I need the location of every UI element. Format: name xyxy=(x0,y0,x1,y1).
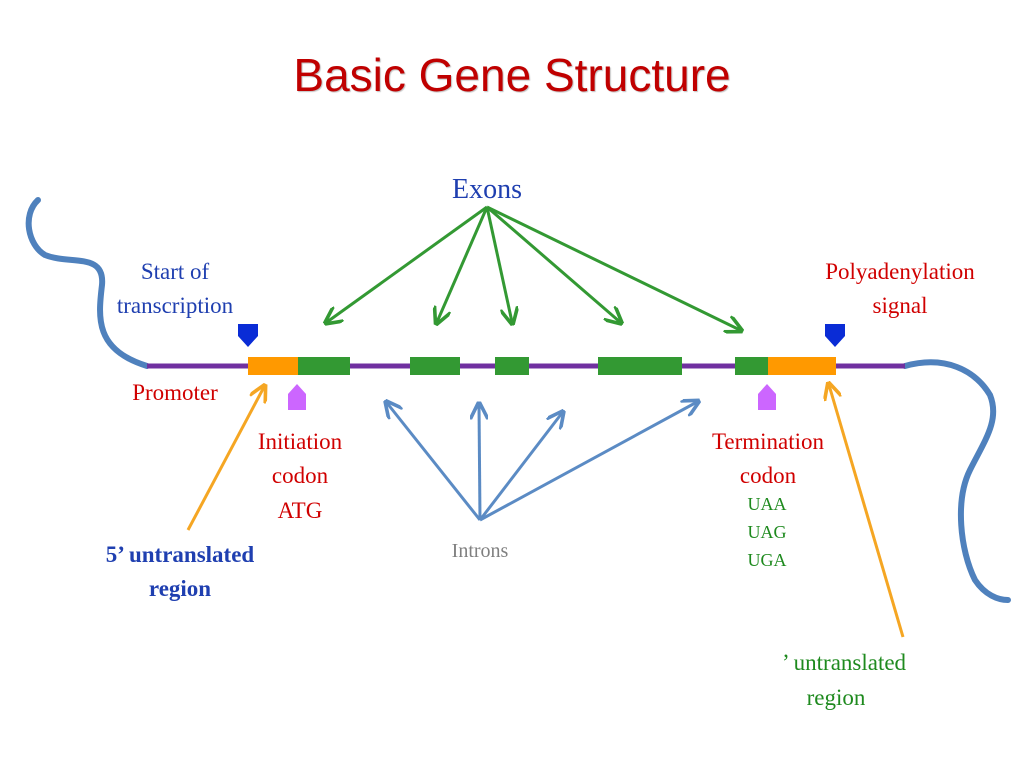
polyadenylation-signal-marker xyxy=(825,324,845,347)
svg-text:Termination: Termination xyxy=(712,429,825,454)
exon-block-4 xyxy=(598,357,682,375)
svg-text:Start of: Start of xyxy=(141,259,210,284)
svg-text:signal: signal xyxy=(873,293,928,318)
initiation-codon-label: Initiation codon ATG xyxy=(258,429,343,523)
five-prime-utr-arrow xyxy=(186,387,264,531)
three-prime-utr-block xyxy=(768,357,836,375)
svg-text:UGA: UGA xyxy=(748,550,787,570)
exon-block-2 xyxy=(410,357,460,375)
termination-codon-label: Termination codon xyxy=(712,429,825,488)
exon-block-5 xyxy=(735,357,768,375)
left-flanking-dna xyxy=(25,197,150,369)
svg-text:region: region xyxy=(807,685,866,710)
svg-text:UAG: UAG xyxy=(748,522,787,542)
svg-text:transcription: transcription xyxy=(117,293,234,318)
stop-codons-list: UAA UAG UGA xyxy=(748,494,787,570)
svg-text:Initiation: Initiation xyxy=(258,429,343,454)
start-of-transcription-marker xyxy=(238,324,258,347)
svg-text:UAA: UAA xyxy=(748,494,787,514)
polyadenylation-signal-label: Polyadenylation signal xyxy=(825,259,975,318)
svg-text:region: region xyxy=(149,576,211,601)
initiation-codon-marker xyxy=(288,384,306,410)
termination-codon-marker xyxy=(758,384,776,410)
three-prime-utr-label: ’ untranslated region xyxy=(782,650,907,710)
svg-text:codon: codon xyxy=(272,463,329,488)
exon-block-1 xyxy=(298,357,350,375)
svg-text:ATG: ATG xyxy=(278,498,323,523)
five-prime-utr-label: 5’ untranslated region xyxy=(106,542,255,601)
page-title: Basic Gene Structure xyxy=(293,49,731,101)
five-prime-utr-block xyxy=(248,357,298,375)
svg-text:5’ untranslated: 5’ untranslated xyxy=(106,542,255,567)
svg-text:codon: codon xyxy=(740,463,797,488)
three-prime-utr-arrow xyxy=(829,385,905,638)
svg-text:’ untranslated: ’ untranslated xyxy=(782,650,907,675)
introns-label: Introns xyxy=(452,540,509,562)
exon-arrows xyxy=(327,205,740,330)
start-of-transcription-label: Start of transcription xyxy=(117,259,234,318)
exon-block-3 xyxy=(495,357,529,375)
right-flanking-dna xyxy=(902,359,1011,603)
intron-arrows xyxy=(387,402,697,522)
svg-text:Polyadenylation: Polyadenylation xyxy=(825,259,975,284)
exons-label: Exons xyxy=(452,174,522,205)
promoter-label: Promoter xyxy=(132,380,218,405)
